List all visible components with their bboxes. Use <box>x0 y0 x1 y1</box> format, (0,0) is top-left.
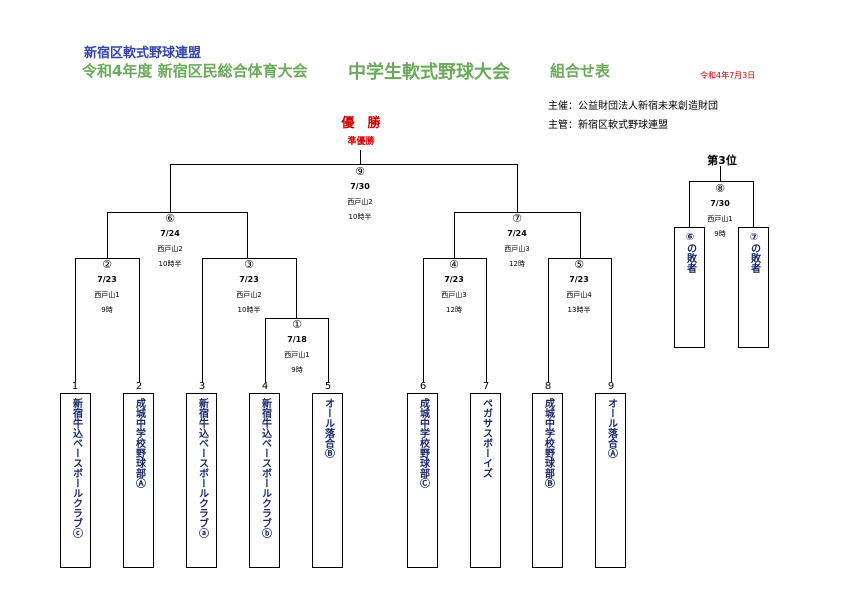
match-number: ⑦ <box>512 212 522 225</box>
team-box-8: 成城中学校野球部Ⓑ <box>532 393 563 568</box>
team-name: 新宿牛込ベースボールクラブⓑ <box>259 398 271 538</box>
match-6-info: ⑥ 7/24 西戸山2 10時半 <box>135 213 205 270</box>
match-venue: 西戸山2 <box>347 198 373 206</box>
match-1-info: ① 7/18 西戸山1 9時 <box>262 319 332 376</box>
tournament-title: 中学生軟式野球大会 <box>348 62 510 83</box>
team-name: オール落合Ⓑ <box>322 398 334 458</box>
match-time: 9時 <box>714 230 726 238</box>
match-venue: 西戸山2 <box>157 245 183 253</box>
match-2-info: ② 7/23 西戸山1 9時 <box>72 259 142 316</box>
match-number: ⑥ <box>165 212 175 225</box>
team-box-7: ペガサスボーイズ <box>470 393 501 568</box>
organization-name: 新宿区軟式野球連盟 <box>84 46 202 61</box>
match-venue: 西戸山3 <box>504 245 530 253</box>
match-3-info: ③ 7/23 西戸山2 10時半 <box>214 259 284 316</box>
team-name: 新宿牛込ベースボールクラブⓒ <box>70 398 82 538</box>
match-number: ② <box>102 258 112 271</box>
third-place-entry: ⑥の敗者 <box>684 232 696 273</box>
third-place-label: 第3位 <box>707 154 737 167</box>
match-date: 7/18 <box>287 335 307 344</box>
seed-number: 8 <box>544 381 552 392</box>
issue-date: 令和4年7月3日 <box>700 71 756 80</box>
third-place-box-right: ⑦の敗者 <box>738 227 769 348</box>
match-venue: 西戸山3 <box>441 291 467 299</box>
third-place-entry: ⑦の敗者 <box>748 232 760 273</box>
match-date: 7/23 <box>444 275 464 284</box>
match-8-info: ⑧ 7/30 西戸山1 9時 <box>685 183 755 240</box>
match-7-info: ⑦ 7/24 西戸山3 12時 <box>482 213 552 270</box>
organizer-text: 主管：新宿区軟式野球連盟 <box>548 120 668 131</box>
match-date: 7/23 <box>239 275 259 284</box>
sponsor-text: 主催：公益財団法人新宿未来創造財団 <box>548 101 718 112</box>
match-5-info: ⑤ 7/23 西戸山4 13時半 <box>544 259 614 316</box>
match-number: ③ <box>244 258 254 271</box>
team-box-3: 新宿牛込ベースボールクラブⓐ <box>186 393 217 568</box>
event-title: 令和4年度 新宿区民総合体育大会 <box>82 62 308 80</box>
match-number: ⑨ <box>355 165 365 178</box>
match-number: ⑧ <box>715 182 725 195</box>
match-time: 12時 <box>509 260 525 268</box>
third-place-box-left: ⑥の敗者 <box>674 227 705 348</box>
seed-number: 9 <box>607 381 615 392</box>
seed-number: 6 <box>419 381 427 392</box>
match-venue: 西戸山4 <box>566 291 592 299</box>
match-number: ④ <box>449 258 459 271</box>
sheet-title: 組合せ表 <box>550 62 611 80</box>
team-box-9: オール落合Ⓐ <box>595 393 626 568</box>
match-time: 10時半 <box>237 306 261 314</box>
match-date: 7/23 <box>97 275 117 284</box>
team-name: オール落合Ⓐ <box>605 398 617 458</box>
seed-number: 3 <box>198 381 206 392</box>
seed-number: 5 <box>324 381 332 392</box>
runner-up-label: 準優勝 <box>347 137 375 147</box>
match-time: 12時 <box>446 306 462 314</box>
match-venue: 西戸山1 <box>707 215 733 223</box>
match-9-info: ⑨ 7/30 西戸山2 10時半 <box>325 166 395 223</box>
match-venue: 西戸山1 <box>94 291 120 299</box>
match-time: 13時半 <box>567 306 591 314</box>
match-date: 7/24 <box>507 229 527 238</box>
seed-number: 2 <box>135 381 143 392</box>
match-number: ① <box>292 318 302 331</box>
match-date: 7/30 <box>350 182 370 191</box>
match-time: 10時半 <box>348 213 372 221</box>
team-name: 成城中学校野球部Ⓐ <box>133 398 145 488</box>
match-number: ⑤ <box>574 258 584 271</box>
team-name: ペガサスボーイズ <box>480 398 492 478</box>
team-name: 新宿牛込ベースボールクラブⓐ <box>196 398 208 538</box>
seed-number: 1 <box>71 381 79 392</box>
team-name: 成城中学校野球部Ⓒ <box>417 398 429 488</box>
seed-number: 7 <box>482 381 490 392</box>
match-time: 10時半 <box>158 260 182 268</box>
team-box-4: 新宿牛込ベースボールクラブⓑ <box>249 393 280 568</box>
team-box-5: オール落合Ⓑ <box>312 393 343 568</box>
match-date: 7/23 <box>569 275 589 284</box>
champion-label: 優 勝 <box>341 116 381 131</box>
match-time: 9時 <box>291 366 303 374</box>
match-venue: 西戸山1 <box>284 351 310 359</box>
seed-number: 4 <box>261 381 269 392</box>
match-date: 7/30 <box>710 199 730 208</box>
team-box-6: 成城中学校野球部Ⓒ <box>407 393 438 568</box>
team-box-2: 成城中学校野球部Ⓐ <box>123 393 154 568</box>
match-4-info: ④ 7/23 西戸山3 12時 <box>419 259 489 316</box>
team-name: 成城中学校野球部Ⓑ <box>542 398 554 488</box>
team-box-1: 新宿牛込ベースボールクラブⓒ <box>60 393 91 568</box>
match-date: 7/24 <box>160 229 180 238</box>
match-time: 9時 <box>101 306 113 314</box>
match-venue: 西戸山2 <box>236 291 262 299</box>
